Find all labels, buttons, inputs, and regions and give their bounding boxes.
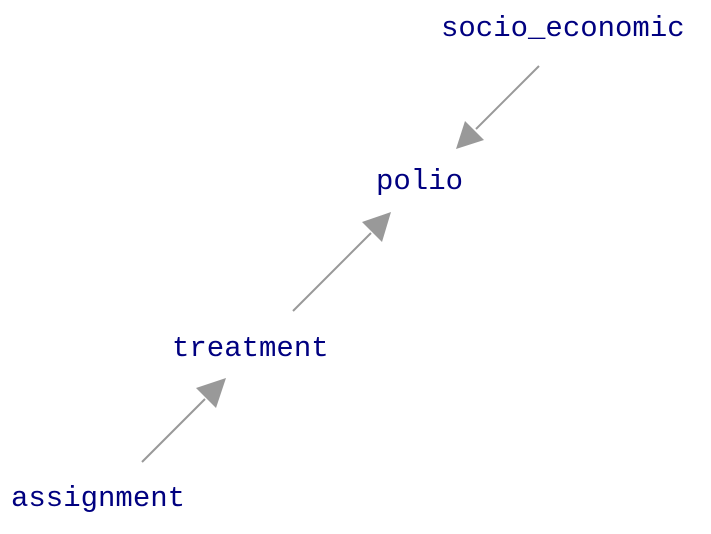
arrow-head	[362, 212, 391, 242]
node-assignment: assignment	[11, 482, 185, 515]
arrow-head	[196, 378, 226, 408]
arrow-head	[456, 121, 484, 149]
edge-assignment-to-treatment	[141, 378, 226, 463]
edges	[141, 65, 540, 463]
node-treatment: treatment	[172, 332, 329, 365]
edge-line	[141, 398, 206, 463]
node-polio: polio	[376, 165, 463, 198]
edge-line	[475, 65, 540, 130]
nodes: socio_economic polio treatment assignmen…	[11, 12, 685, 515]
edge-line	[292, 232, 372, 312]
edge-socio-economic-to-polio	[456, 65, 540, 149]
node-socio-economic: socio_economic	[441, 12, 685, 45]
edge-treatment-to-polio	[292, 212, 391, 312]
